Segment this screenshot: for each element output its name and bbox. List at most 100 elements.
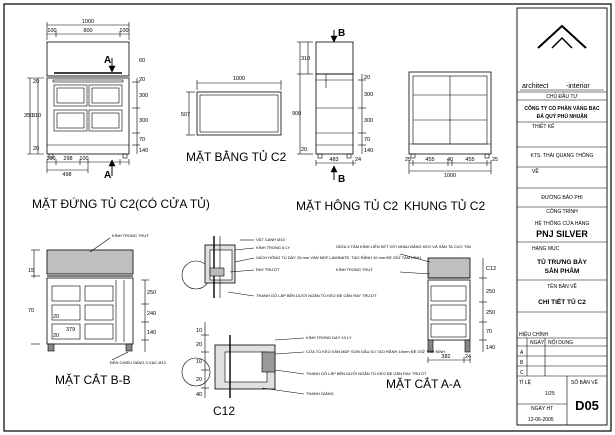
aa-dim-right-3: 250	[486, 310, 495, 316]
c12-dim-4: 20	[196, 377, 202, 383]
side-dim-bottom-1: 483	[329, 157, 338, 163]
scale-value: 1/25	[545, 391, 555, 397]
revision-label: HIỆU CHỈNH	[519, 330, 549, 338]
front-dim-top-1: 100	[47, 28, 56, 34]
plan-dim-top: 1000	[233, 76, 245, 82]
aa-dim-right-1: C12	[486, 266, 496, 272]
item-line-2: SẢN PHẨM	[545, 266, 580, 275]
front-dim-left-1: 350	[24, 113, 33, 119]
plan-view-title: MẶT BẰNG TỦ C2	[186, 149, 287, 164]
side-dim-right-4: 70	[364, 137, 370, 143]
aa-dim-bottom-2: 24	[465, 354, 471, 360]
front-view-title: MẶT ĐỨNG TỦ C2(CÓ CỬA TỦ)	[32, 196, 210, 211]
bb-dim-right-1: 250	[147, 290, 156, 296]
sheet-no-label: SỐ BẢN VẼ	[571, 379, 599, 386]
logo-text-left: architect	[522, 83, 549, 90]
bb-dim-right-3: 140	[147, 330, 156, 336]
side-dim-right-3: 20	[364, 75, 370, 81]
c12-dim-1: 10	[196, 328, 202, 334]
drawing-label: TÊN BẢN VẼ	[547, 282, 577, 290]
section-mark-a-bottom: A	[104, 170, 111, 181]
front-dim-bottom-4: 498	[62, 172, 71, 178]
draw-label: VẼ	[532, 168, 539, 175]
section-bb	[31, 237, 149, 361]
c12-dim-2: 20	[196, 342, 202, 348]
bb-dim-mid-3: 20	[53, 333, 59, 339]
project-label: CÔNG TRÌNH	[546, 208, 578, 215]
front-dim-left-3: 310	[32, 113, 41, 119]
c12-note-5: THANH GỖ LẮP BÊN DƯỚI NGĂN TỦ KÉO ĐỂ GẮN…	[256, 293, 377, 298]
plan-dim-left: 507	[181, 112, 190, 118]
drafter-name: ĐƯỜNG BẢO PHI	[541, 194, 582, 201]
drawing-name: CHI TIẾT TỦ C2	[538, 296, 586, 306]
revision-date-header: NGÀY	[530, 339, 545, 346]
front-dim-right-6: 140	[139, 148, 148, 154]
section-mark-a-top: A	[104, 55, 111, 66]
project-name: PNJ SILVER	[536, 229, 588, 239]
bb-glass-label: KÍNH TRONG THUỶ	[112, 233, 149, 238]
front-dim-right-2: 20	[139, 77, 145, 83]
aa-dim-bottom-1: 382	[441, 354, 450, 360]
side-dim-bottom-2: 24	[355, 157, 361, 163]
owner-name-2: ĐÁ QUÝ PHÚ NHUẬN	[537, 113, 588, 120]
logo-text-right: -interior	[566, 83, 590, 90]
side-elevation	[297, 30, 366, 180]
logo-roof-icon	[537, 24, 587, 49]
project-text: HỆ THỐNG CỬA HÀNG	[535, 219, 590, 227]
front-dim-right-5: 70	[139, 137, 145, 143]
bb-view-title: MẶT CẮT B-B	[55, 372, 131, 387]
date-value: 13-06-2005	[528, 417, 554, 423]
frame-dim-3: 40	[447, 157, 453, 163]
section-aa	[399, 253, 487, 363]
aa-view-title: MẶT CẮT A-A	[386, 376, 461, 391]
aa-note-2: KÍNH TRONG THUỶ	[336, 267, 373, 272]
front-dim-bottom-2: 298	[63, 156, 72, 162]
sheet-border	[3, 3, 612, 432]
sheet-no-value: D05	[575, 398, 599, 413]
aa-dim-right-2: 250	[486, 289, 495, 295]
bb-light-note: ĐÈN CHIẾU SÁNG 3 VẠC Ø12	[110, 360, 167, 365]
frame-view-title: KHUNG TỦ C2	[404, 198, 485, 213]
detail-c12	[181, 236, 305, 398]
revision-row-a: A	[520, 350, 524, 356]
bb-dim-mid-1: 379	[66, 327, 75, 333]
bb-dim-right-2: 240	[147, 311, 156, 317]
side-dim-left-3: 20	[301, 147, 307, 153]
frame-view	[408, 71, 492, 174]
front-dim-bottom-1: 100	[46, 156, 55, 162]
bb-dim-left-1: 15	[28, 268, 34, 274]
c12-note-6: KÍNH TRONG DÀY 10 LY	[306, 335, 352, 340]
c12-note-2: KÍNH TRONG 8 LY	[256, 245, 290, 250]
architect-name: KTS. THÁI QUANG THÔNG	[531, 152, 594, 159]
c12-note-1: VẬT CANH Ø10	[256, 237, 286, 242]
front-dim-right-4: 300	[139, 118, 148, 124]
front-dim-top-2: 800	[83, 28, 92, 34]
side-view-title: MẶT HÔNG TỦ C2	[296, 198, 399, 213]
side-dim-right-2: 300	[364, 118, 373, 124]
section-mark-b-bottom: B	[338, 174, 345, 185]
aa-note-1: GIỮA 3 TẤM KÍNH LIÊN KẾT VỚI NHAU BẰNG K…	[336, 244, 471, 249]
c12-note-8: THANH GỖ LẮP BÊN DƯỚI NGĂN TỦ KÉO ĐỂ GẮN…	[306, 371, 427, 376]
frame-dim-4: 455	[465, 157, 474, 163]
scale-label: TỈ LỆ	[519, 378, 532, 386]
revision-row-c: C	[520, 370, 524, 376]
front-dim-top-3: 100	[119, 28, 128, 34]
date-label: NGÀY HT	[531, 405, 553, 412]
side-dim-right-1: 300	[364, 92, 373, 98]
front-dim-left-4: 20	[33, 146, 39, 152]
revision-content-header: NỘI DUNG	[548, 339, 573, 346]
owner-name-1: CÔNG TY CỔ PHẦN VÀNG BẠC	[524, 104, 600, 112]
c12-note-9: THANH GIẰNG	[306, 391, 334, 396]
frame-dim-total: 1000	[444, 173, 456, 179]
c12-dim-5: 40	[196, 392, 202, 398]
c12-note-7: CỬA TỦ KÉO VÁN MDF SƠN DẦU ICI TẠO RÃNH …	[306, 349, 445, 354]
item-line-1: TỦ TRƯNG BÀY	[537, 257, 587, 266]
item-label: HẠNG MỤC	[532, 246, 560, 252]
c12-title: C12	[213, 404, 235, 418]
front-dim-bottom-3: 100	[79, 156, 88, 162]
frame-dim-1: 25	[405, 157, 411, 163]
c12-note-4: RAY TRƯỢT	[256, 267, 280, 272]
c12-dim-3: 10	[196, 359, 202, 365]
